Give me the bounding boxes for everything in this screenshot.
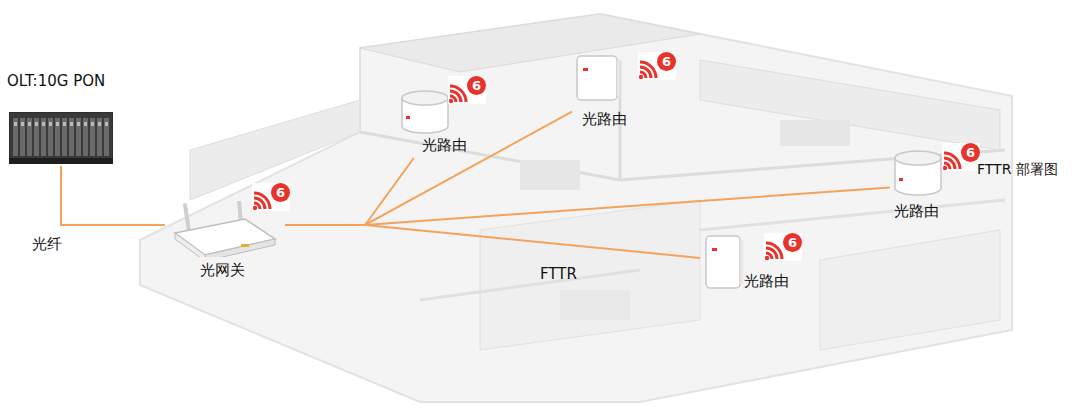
olt-device: [9, 112, 113, 164]
box-device: [575, 54, 621, 102]
cyl-device: [893, 148, 943, 196]
fiber-line: [61, 166, 165, 225]
device-label: OLT:10G PON: [7, 72, 105, 90]
diagram-label: FTTR 部署图: [977, 160, 1058, 178]
device-label: 光网关: [200, 261, 245, 279]
device-label: 光路由: [422, 136, 467, 154]
wifi6-badge: 6: [448, 76, 486, 104]
device-label: 光路由: [894, 202, 939, 220]
olt-node: OLT:10G PON: [5, 68, 117, 166]
fiber-line: [285, 187, 890, 225]
wifi6-badge: 6: [942, 143, 980, 171]
wifi6-number: 6: [657, 52, 676, 71]
wifi6-number: 6: [783, 233, 802, 252]
router-node: 光路由: [572, 52, 644, 132]
diagram-label: FTTR: [540, 265, 577, 283]
edge-label: 光纤: [30, 235, 64, 253]
wifi6-badge: 6: [252, 183, 290, 211]
wifi6-number: 6: [467, 76, 486, 95]
fiber-line: [285, 158, 414, 225]
box-device: [704, 234, 744, 290]
device-label: 光路由: [582, 110, 627, 128]
wifi6-number: 6: [271, 183, 290, 202]
wifi6-badge: 6: [764, 233, 802, 261]
cyl-device: [400, 88, 450, 134]
wifi6-number: 6: [961, 143, 980, 162]
fiber-line: [285, 225, 700, 258]
device-label: 光路由: [744, 272, 789, 290]
wifi6-badge: 6: [638, 52, 676, 80]
